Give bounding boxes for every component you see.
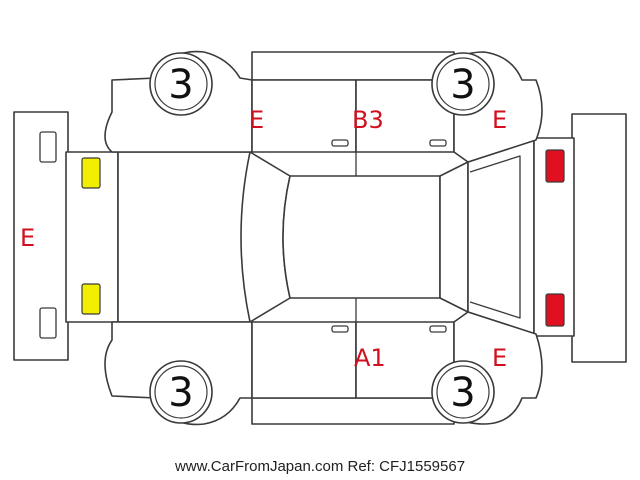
tire-front-left: 3: [149, 52, 213, 116]
rear-lamp-housing: [533, 137, 575, 337]
tire-front-right: 3: [149, 360, 213, 424]
tire-grade-front-left: 3: [168, 62, 193, 108]
front-light-marker-bottom: [81, 283, 101, 315]
damage-code-left-rear-quarter: E: [492, 106, 507, 134]
damage-code-front-bumper: E: [20, 224, 35, 252]
front-bumper: [13, 111, 69, 361]
tire-rear-left: 3: [431, 52, 495, 116]
car-body-top-view: [65, 139, 535, 335]
tire-grade-front-right: 3: [168, 370, 193, 416]
reference-footer: www.CarFromJapan.com Ref: CFJ1559567: [174, 458, 466, 475]
rear-light-marker-bottom: [545, 293, 565, 327]
damage-code-right-rear-quarter: E: [492, 344, 507, 372]
rear-light-marker-top: [545, 149, 565, 183]
tire-grade-rear-right: 3: [450, 370, 475, 416]
tire-rear-right: 3: [431, 360, 495, 424]
rear-bumper: [571, 113, 627, 363]
damage-code-left-rear-door: B3: [352, 106, 384, 134]
damage-code-right-rear-door: A1: [354, 344, 386, 372]
front-light-marker-top: [81, 157, 101, 189]
damage-code-left-front-fender: E: [249, 106, 264, 134]
tire-grade-rear-left: 3: [450, 62, 475, 108]
